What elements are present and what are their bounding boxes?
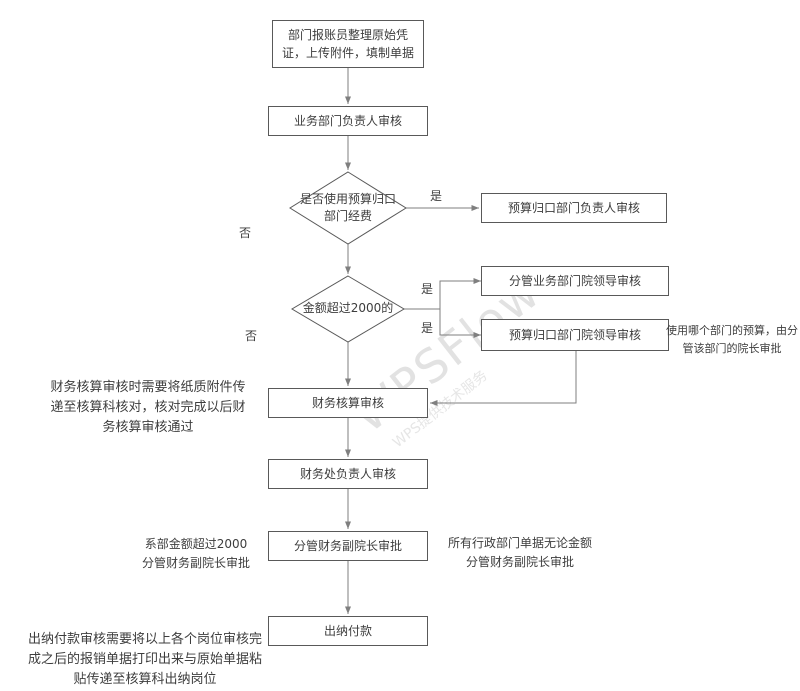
edge-label-yes-budget: 是 xyxy=(430,189,443,203)
node-finance-head-review[interactable]: 财务处负责人审核 xyxy=(268,459,428,489)
node-budget-leader-review[interactable]: 预算归口部门院领导审核 xyxy=(481,319,669,351)
note-vp-left: 系部金额超过2000 分管财务副院长审批 xyxy=(141,537,250,570)
decision-budget-dept[interactable]: 是否使用预算归口 部门经费 xyxy=(299,191,396,223)
decision-amount-shape xyxy=(291,275,405,343)
edge-label-no-amount: 否 xyxy=(245,329,258,343)
edge-label-yes-amount-bottom: 是 xyxy=(421,321,434,335)
node-start[interactable]: 部门报账员整理原始凭 证，上传附件，填制单据 xyxy=(272,20,424,68)
node-finance-accounting-review[interactable]: 财务核算审核 xyxy=(268,388,428,418)
node-business-leader-review[interactable]: 分管业务部门院领导审核 xyxy=(481,266,669,296)
note-vp-right: 所有行政部门单据无论金额 分管财务副院长审批 xyxy=(447,536,592,569)
edge-budget-leader-to-finance-accounting xyxy=(430,351,577,406)
note-dept-budget: 使用哪个部门的预算，由分 管该部门的院长审批 xyxy=(666,324,798,355)
edge-decision-amount-yes-bottom xyxy=(404,308,481,338)
edge-label-yes-amount-top: 是 xyxy=(421,282,434,296)
decision-budget-dept-shape xyxy=(289,171,407,245)
node-budget-dept-head-review[interactable]: 预算归口部门负责人审核 xyxy=(481,193,667,223)
edge-label-no-budget: 否 xyxy=(239,226,252,240)
note-cashier: 出纳付款审核需要将以上各个岗位审核完 成之后的报销单据打印出来与原始单据粘 贴传… xyxy=(27,632,262,688)
decision-amount-2000[interactable]: 金额超过2000的 xyxy=(302,301,394,316)
node-cashier-payment[interactable]: 出纳付款 xyxy=(268,616,428,646)
note-finance-accounting: 财务核算审核时需要将纸质附件传 递至核算科核对，核对完成以后财 务核算审核通过 xyxy=(50,380,246,436)
node-vp-approval[interactable]: 分管财务副院长审批 xyxy=(268,531,428,561)
edge-decision-amount-yes-top xyxy=(404,278,481,310)
node-business-review[interactable]: 业务部门负责人审核 xyxy=(268,106,428,136)
